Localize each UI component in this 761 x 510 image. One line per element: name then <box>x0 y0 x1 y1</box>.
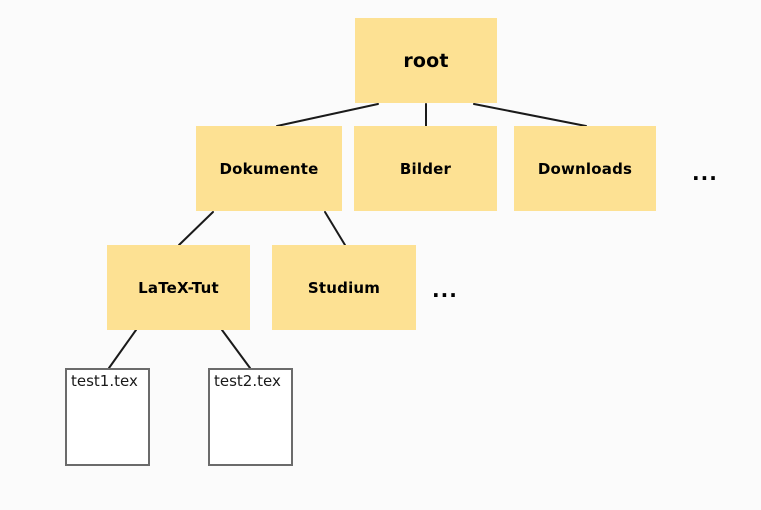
edge-latextut-test2 <box>221 329 251 369</box>
node-test2-tex-label: test2.tex <box>214 372 281 390</box>
edge-latextut-test1 <box>108 329 137 369</box>
node-root-label: root <box>403 49 449 72</box>
node-dokumente[interactable]: Dokumente <box>196 126 342 211</box>
node-test1-tex-label: test1.tex <box>71 372 138 390</box>
node-bilder[interactable]: Bilder <box>354 126 497 211</box>
node-bilder-label: Bilder <box>399 159 452 178</box>
edge-dokumente-latextut <box>178 211 214 246</box>
edge-root-downloads <box>473 103 587 127</box>
node-test1-tex[interactable]: test1.tex <box>65 368 150 466</box>
node-dokumente-label: Dokumente <box>219 159 319 178</box>
node-studium-label: Studium <box>307 278 381 297</box>
node-root[interactable]: root <box>355 18 497 103</box>
node-test2-tex[interactable]: test2.tex <box>208 368 293 466</box>
edge-dokumente-studium <box>324 211 346 246</box>
node-latex-tut-label: LaTeX-Tut <box>138 278 219 297</box>
edge-root-dokumente <box>276 103 379 127</box>
node-latex-tut[interactable]: LaTeX-Tut <box>107 245 250 330</box>
node-studium[interactable]: Studium <box>272 245 416 330</box>
ellipsis-row-third-level: ... <box>432 278 458 302</box>
ellipsis-row-second-level: ... <box>692 161 718 185</box>
node-downloads-label: Downloads <box>537 159 633 178</box>
node-downloads[interactable]: Downloads <box>514 126 656 211</box>
